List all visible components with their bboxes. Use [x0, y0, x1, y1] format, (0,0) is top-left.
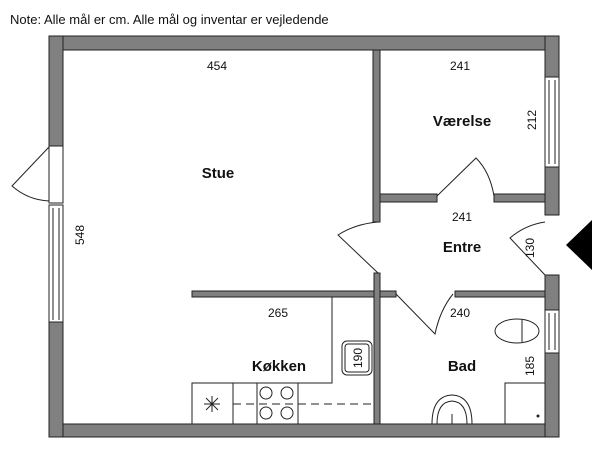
stove-icon — [259, 386, 294, 420]
right-wall-lower — [544, 274, 560, 311]
bath-door-swing — [395, 293, 454, 336]
bath-wall-right — [454, 290, 546, 298]
entre-width: 241 — [452, 210, 472, 224]
kitchen-bath-wall — [373, 272, 381, 425]
room-koekken: Køkken — [252, 358, 306, 375]
note-text: Note: Alle mål er cm. Alle mål og invent… — [10, 12, 329, 27]
room-stue: Stue — [202, 165, 235, 182]
room-entre: Entre — [443, 239, 481, 256]
bath-fixtures — [431, 318, 546, 425]
fridge-star-icon — [204, 396, 220, 412]
left-wall-lower — [48, 321, 64, 438]
washbasin-icon — [431, 394, 473, 425]
sink-icon — [341, 340, 373, 376]
stue-depth: 548 — [73, 225, 87, 245]
walls — [48, 35, 560, 438]
shower-icon — [504, 382, 546, 425]
room-vaerelse: Værelse — [433, 113, 491, 130]
entrance-arrow-icon — [566, 220, 592, 270]
balcony-door-swing — [11, 146, 50, 202]
kitchen-wall — [191, 290, 375, 298]
left-wall-upper — [48, 35, 64, 147]
vaerelse-depth: 212 — [525, 110, 539, 130]
vaerelse-wall-left — [379, 193, 438, 203]
vaerelse-door-swing — [436, 157, 495, 197]
stue-door-swing — [337, 221, 379, 274]
kitchen-fixtures — [191, 297, 374, 424]
bath-wall-left — [379, 290, 397, 298]
doors — [11, 145, 592, 336]
balcony-door-frame — [48, 145, 64, 204]
windows — [48, 76, 560, 354]
window-stue — [48, 204, 64, 323]
stue-width: 454 — [207, 59, 227, 73]
koekken-width: 265 — [268, 306, 288, 320]
labels: 454 Stue 548 241 Værelse 212 241 Entre 1… — [73, 59, 539, 376]
right-wall-bottom — [544, 352, 560, 438]
bad-depth: 185 — [523, 356, 537, 376]
window-bad — [544, 309, 560, 354]
entrance-door-swing — [509, 221, 546, 276]
bottom-wall — [48, 423, 560, 438]
room-bad: Bad — [448, 358, 476, 375]
bad-width: 240 — [450, 306, 470, 320]
toilet-icon — [494, 318, 540, 344]
right-wall-mid — [544, 166, 560, 216]
stue-vaerelse-wall — [372, 49, 381, 223]
top-wall — [48, 35, 560, 51]
vaerelse-wall-right — [493, 193, 546, 203]
right-wall-top — [544, 35, 560, 78]
vaerelse-width: 241 — [450, 59, 470, 73]
window-vaerelse — [544, 76, 560, 168]
koekken-depth: 190 — [351, 348, 365, 368]
entre-depth: 130 — [523, 238, 537, 258]
